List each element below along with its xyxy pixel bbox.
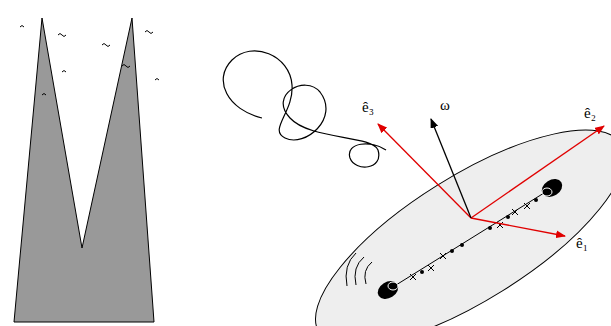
trajectory bbox=[223, 51, 386, 167]
axis-label: ê₁ bbox=[576, 236, 588, 251]
twin-peaks bbox=[14, 18, 154, 322]
axis-label: ê₃ bbox=[362, 100, 374, 115]
rigid-body bbox=[286, 91, 611, 326]
molecule bbox=[374, 175, 565, 302]
axis-label: ê₂ bbox=[584, 106, 596, 121]
motion-lines bbox=[346, 253, 372, 286]
body-axes bbox=[378, 119, 604, 236]
omega-label: ω⃗ bbox=[440, 98, 462, 113]
birds bbox=[20, 26, 159, 96]
